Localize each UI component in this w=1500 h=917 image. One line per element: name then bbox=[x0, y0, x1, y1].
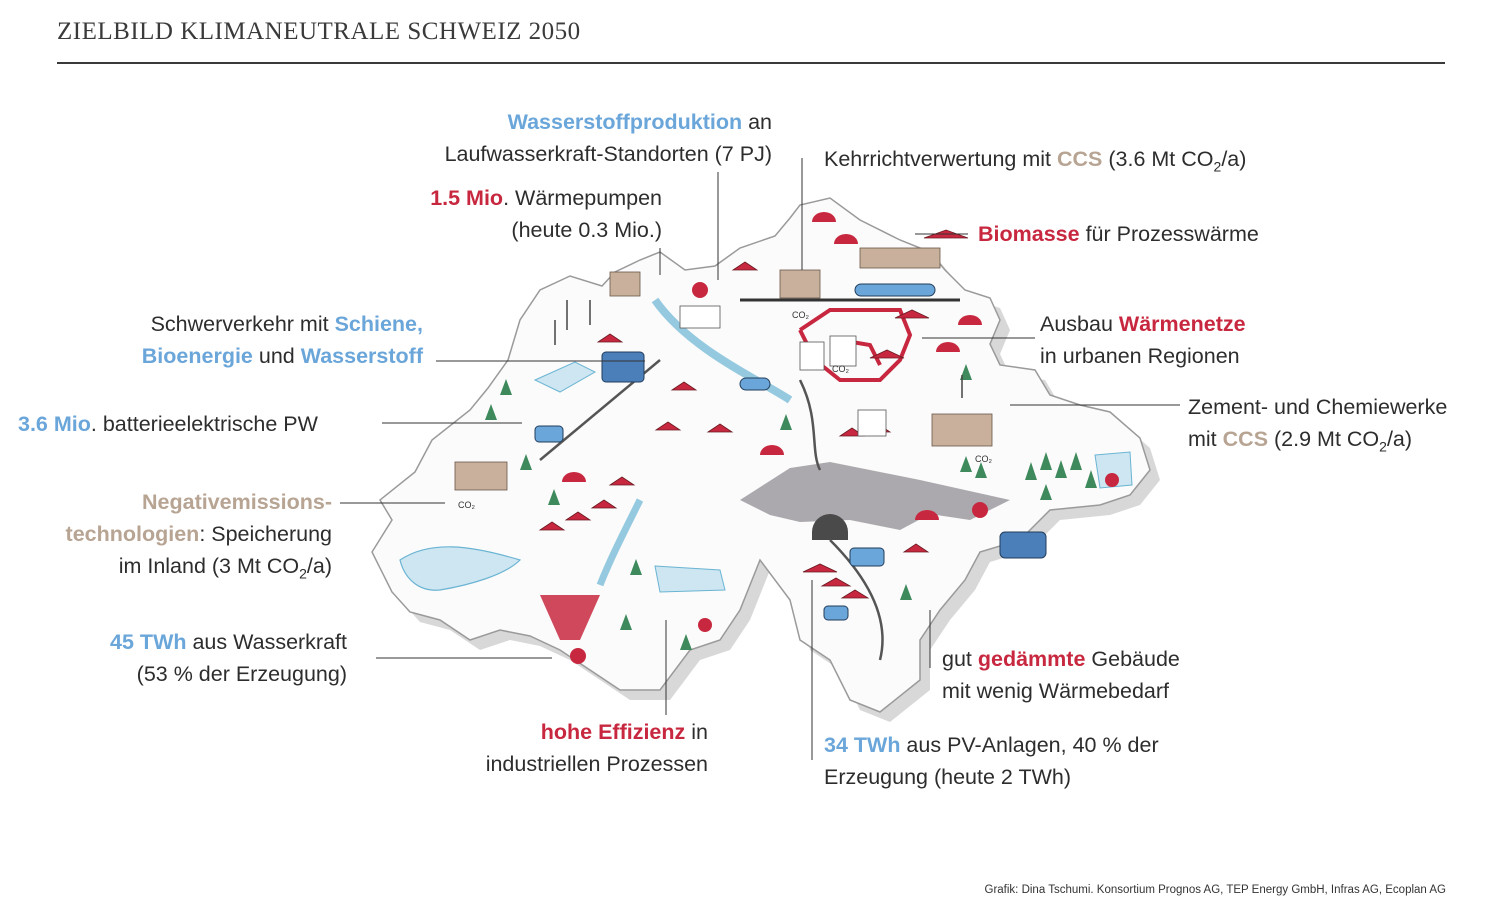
label-wasserstoffproduktion: Wasserstoffproduktion an Laufwasserkraft… bbox=[444, 110, 772, 166]
lake-north bbox=[533, 361, 597, 393]
label-kehrichtverwertung: Kehrrichtverwertung mit CCS (3.6 Mt CO2/… bbox=[824, 147, 1247, 175]
hydro-east bbox=[1105, 473, 1119, 487]
label-batterie-pw: 3.6 Mio. batterieelektrische PW bbox=[18, 412, 318, 436]
label-gedaemmte-gebaeude: gut gedämmte Gebäude mit wenig Wärmebeda… bbox=[942, 647, 1180, 703]
label-effizienz: hohe Effizienz in industriellen Prozesse… bbox=[485, 720, 708, 776]
road-2 bbox=[798, 379, 822, 471]
label-biomasse: Biomasse für Prozesswärme bbox=[978, 222, 1259, 246]
hydro-mid bbox=[972, 502, 988, 518]
label-wasserkraft: 45 TWh aus Wasserkraft (53 % der Erzeugu… bbox=[110, 630, 347, 686]
mountains bbox=[740, 462, 1010, 530]
hydro-dam bbox=[540, 595, 600, 664]
co2-mark-zement: CO₂ bbox=[975, 454, 993, 464]
wind-turbines bbox=[554, 300, 963, 398]
road-3 bbox=[829, 539, 884, 661]
label-negativemissionen: Negativemissions- technologien: Speicher… bbox=[65, 490, 332, 582]
label-pv-anlagen: 34 TWh aus PV-Anlagen, 40 % der Erzeugun… bbox=[824, 733, 1159, 789]
label-schwerverkehr: Schwerverkehr mit Schiene, Bioenergie un… bbox=[141, 312, 423, 368]
h2-plant bbox=[692, 282, 708, 298]
vehicles bbox=[534, 283, 1047, 621]
co2-mark-city: CO₂ bbox=[832, 364, 850, 374]
biogas-domes bbox=[562, 212, 982, 520]
label-zement-chemie: Zement- und Chemiewerke mit CCS (2.9 Mt … bbox=[1188, 395, 1448, 455]
co2-mark-negativ: CO₂ bbox=[458, 500, 476, 510]
co2-mark-kehricht: CO₂ bbox=[792, 310, 810, 320]
lake-geneva bbox=[399, 546, 522, 591]
city-buildings bbox=[679, 305, 887, 437]
label-waermenetze: Ausbau Wärmenetze in urbanen Regionen bbox=[1040, 312, 1246, 368]
trees bbox=[485, 364, 1097, 650]
credit-line: Grafik: Dina Tschumi. Konsortium Prognos… bbox=[984, 884, 1446, 896]
hydro-south bbox=[698, 618, 712, 632]
lake-central bbox=[654, 565, 726, 593]
river bbox=[651, 297, 793, 404]
factories bbox=[454, 247, 993, 491]
title-rule bbox=[57, 62, 1445, 64]
label-waermepumpen: 1.5 Mio. Wärmepumpen (heute 0.3 Mio.) bbox=[430, 186, 662, 242]
lake-east bbox=[1094, 451, 1133, 489]
page-title: ZIELBILD KLIMANEUTRALE SCHWEIZ 2050 bbox=[57, 18, 581, 45]
mountain-tunnel bbox=[812, 514, 848, 540]
river-south bbox=[596, 498, 644, 587]
